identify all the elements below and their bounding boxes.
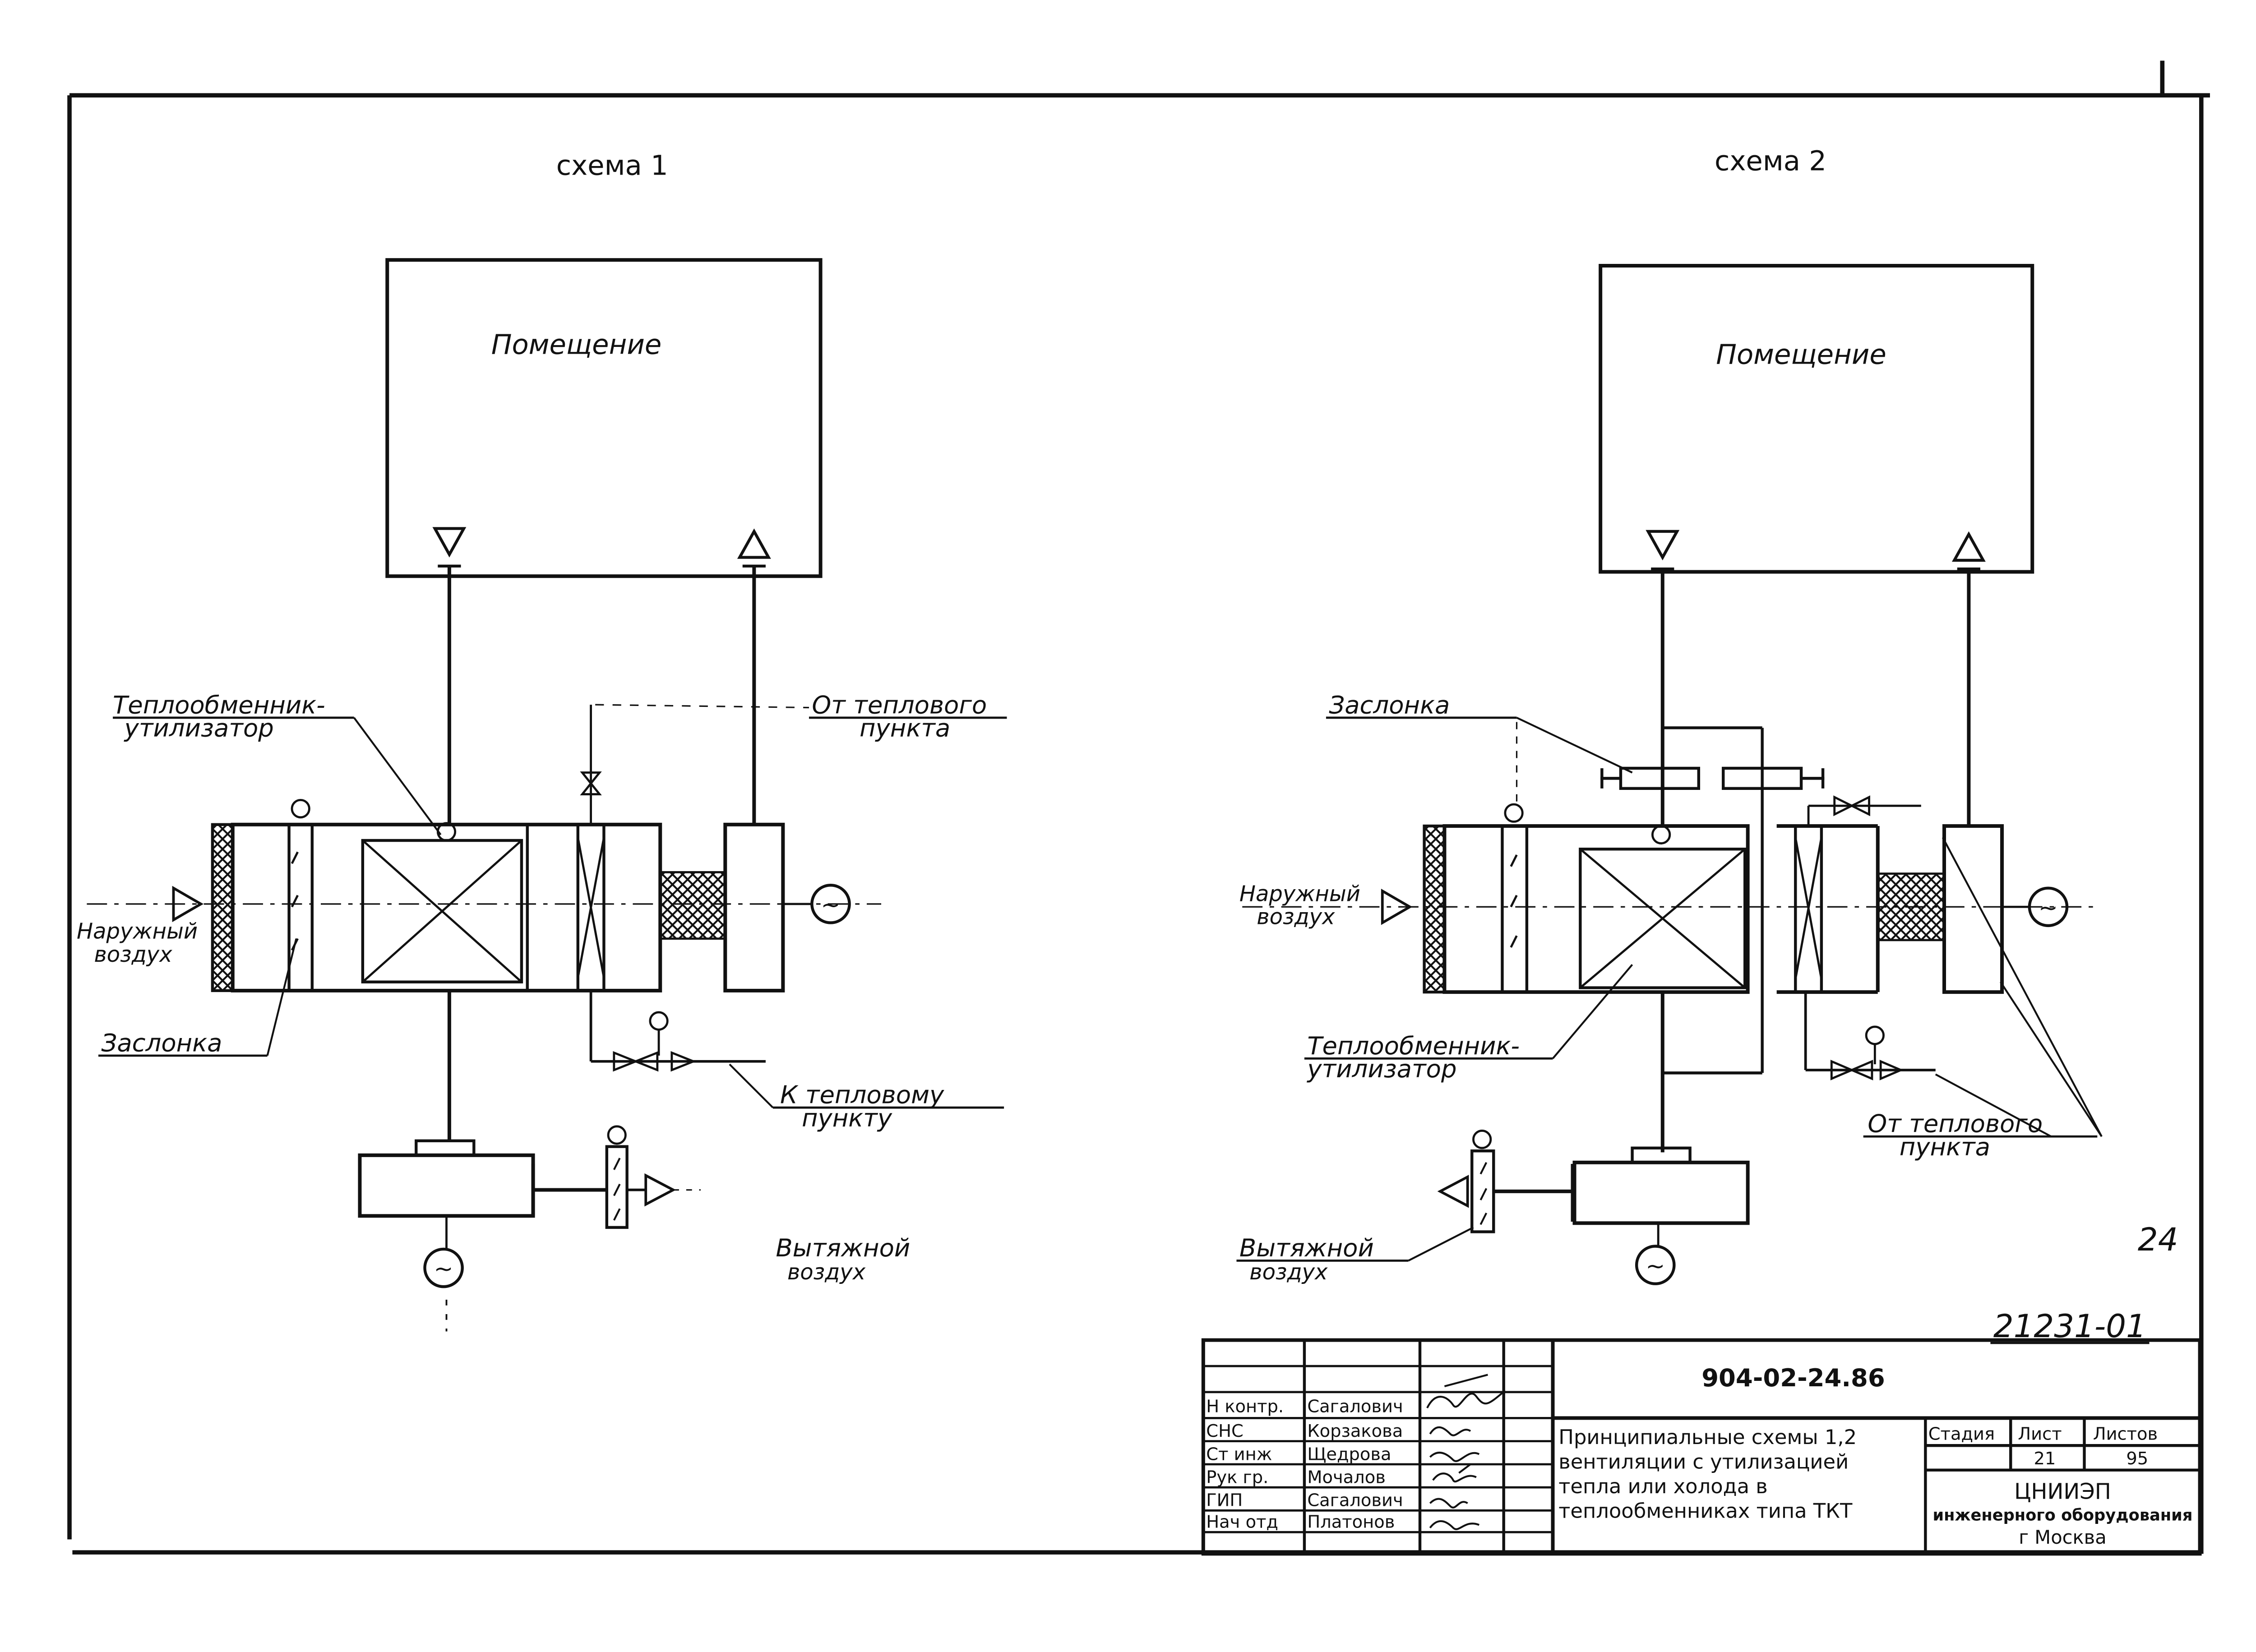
valve-icon: [580, 771, 602, 795]
org-subtitle: инженерного оборудования: [1932, 1506, 2192, 1525]
exhaust-damper-1: [605, 1145, 629, 1229]
role-2: Ст инж: [1206, 1444, 1272, 1464]
svg-text:~: ~: [434, 1255, 453, 1283]
filter-section-1: [211, 823, 234, 992]
room-label-1: Помещение: [491, 329, 662, 360]
heat-exchanger-label-2a: Теплообменник-: [1307, 1031, 1520, 1060]
name-4: Сагалович: [1307, 1490, 1403, 1511]
description-0: Принципиальные схемы 1,2: [1558, 1425, 1857, 1449]
room-box-2: [1599, 263, 2034, 574]
supply-triangle-icon-2: [1646, 530, 1680, 561]
filter-section-2: [1423, 824, 1446, 994]
outdoor-air-label-2a: Наружный: [1239, 881, 1360, 906]
role-0: Н контр.: [1206, 1397, 1284, 1417]
exhaust-air-triangle-icon: [644, 1173, 676, 1207]
exhaust-air-label-1b: воздух: [787, 1260, 866, 1285]
outdoor-air-label-1b: воздух: [94, 942, 172, 967]
svg-text:~: ~: [1646, 1252, 1665, 1279]
outdoor-air-label-2b: воздух: [1257, 904, 1335, 930]
sheets-header: Листов: [2093, 1424, 2158, 1444]
heat-exchanger-label-1a: Теплообменник-: [113, 690, 325, 719]
from-heat-point-label-1a: От теплового: [812, 690, 987, 719]
role-5: Нач отд: [1206, 1512, 1278, 1532]
valve-icon-2: [1833, 795, 1870, 817]
control-valve-icon-2: [1830, 1060, 1904, 1080]
supply-fan-1: [723, 822, 785, 992]
exhaust-fan-2: [1572, 1160, 1750, 1225]
scheme-1-title: схема 1: [556, 150, 668, 181]
exhaust-air-triangle-icon-2: [1437, 1175, 1469, 1208]
drawing-code: 904-02-24.86: [1701, 1363, 1885, 1392]
heat-exchanger-2: [1579, 848, 1747, 989]
svg-text:~: ~: [2039, 894, 2058, 921]
sheet-header: Лист: [2018, 1424, 2062, 1444]
svg-text:~: ~: [821, 891, 841, 918]
stage-header: Стадия: [1928, 1424, 1995, 1444]
name-5: Платонов: [1307, 1512, 1395, 1532]
exhaust-triangle-icon-2: [1951, 531, 1986, 562]
exhaust-motor-icon: [423, 1247, 464, 1288]
description-1: вентиляции с утилизацией: [1558, 1449, 1849, 1473]
exhaust-triangle-icon: [737, 528, 771, 559]
name-1: Корзакова: [1307, 1421, 1403, 1441]
room-label-2: Помещение: [1716, 339, 1886, 371]
sheet-frame: [67, 60, 2210, 1555]
exhaust-air-label-2a: Вытяжной: [1239, 1233, 1374, 1262]
bypass-damper-1: [1619, 766, 1701, 790]
from-heat-point-label-2a: От теплового: [1868, 1109, 2043, 1138]
description-2: тепла или холода в: [1558, 1474, 1767, 1498]
sheet-value: 21: [2034, 1449, 2056, 1469]
outdoor-air-triangle-icon-2: [1381, 889, 1413, 925]
supply-triangle-icon: [432, 527, 467, 558]
signatures: [1426, 1374, 1506, 1530]
motor-icon: [810, 884, 851, 924]
org-name: ЦНИИЭП: [2014, 1479, 2111, 1504]
exhaust-damper-2: [1470, 1149, 1495, 1233]
damper-label-2: Заслонка: [1329, 690, 1450, 719]
room-box-1: [385, 258, 823, 578]
exhaust-motor-icon-2: [1635, 1245, 1676, 1285]
sheets-value: 95: [2126, 1449, 2148, 1469]
damper-actuator-icon: [291, 798, 310, 819]
ahu-body-2: [1442, 824, 1750, 994]
exhaust-air-label-1a: Вытяжной: [776, 1233, 910, 1262]
role-4: ГИП: [1206, 1490, 1243, 1511]
description-3: теплообменниках типа ТКТ: [1558, 1499, 1853, 1523]
role-1: СНС: [1206, 1421, 1244, 1441]
sheet-number: 24: [2138, 1221, 2178, 1258]
org-city: г Москва: [2019, 1526, 2106, 1548]
name-2: Щедрова: [1307, 1444, 1391, 1464]
outdoor-air-triangle-icon: [172, 886, 204, 923]
scheme-2-title: схема 2: [1715, 146, 1826, 177]
scheme-1: схема 1 Помещение ~: [77, 150, 1007, 1332]
exhaust-air-label-2b: воздух: [1249, 1260, 1328, 1285]
control-valve-icon: [613, 1051, 697, 1072]
title-block: Н контр. СНС Ст инж Рук гр. ГИП Нач отд …: [1201, 1338, 2202, 1556]
role-3: Рук гр.: [1206, 1467, 1268, 1487]
scheme-2: схема 2 Помещение: [1236, 146, 2103, 1285]
damper-label-1: Заслонка: [101, 1028, 222, 1057]
supply-fan-2: [1942, 824, 2004, 994]
name-0: Сагалович: [1307, 1397, 1403, 1417]
to-heat-point-label-1a: К тепловому: [780, 1080, 944, 1109]
outdoor-air-label-1a: Наружный: [77, 919, 198, 944]
flex-connector-1: [659, 871, 726, 940]
exhaust-fan-1: [358, 1153, 535, 1218]
name-3: Мочалов: [1307, 1467, 1386, 1487]
